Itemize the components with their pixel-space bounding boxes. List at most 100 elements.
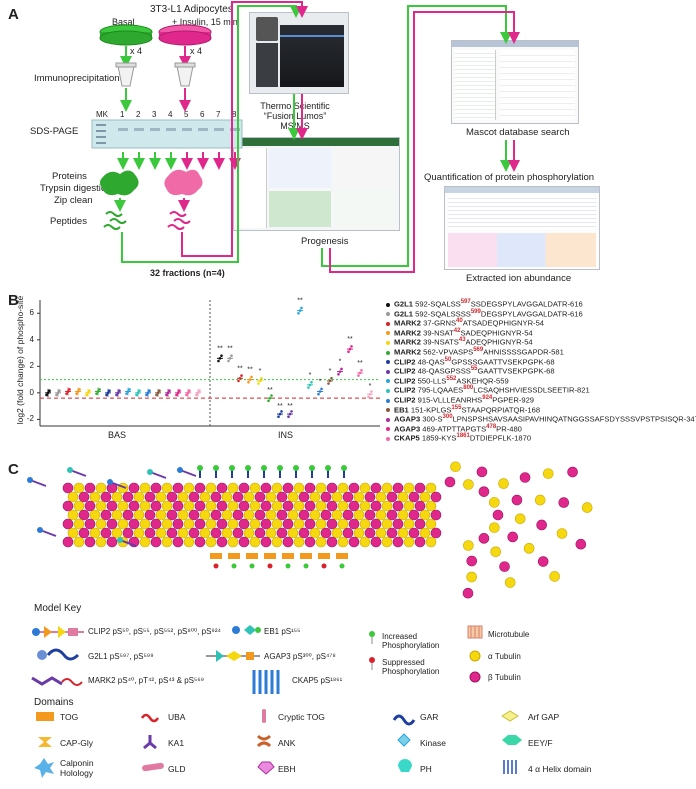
bas-point (198, 389, 201, 393)
ins-point (247, 380, 250, 384)
beta-tubulin (282, 536, 294, 548)
beta-tubulin (166, 509, 178, 521)
free-protein-head (67, 467, 73, 473)
bas-point (188, 389, 191, 393)
significance-label: ** (237, 365, 243, 372)
alpha-tubulin (331, 509, 343, 521)
alpha-tubulin (419, 509, 431, 521)
beta-tubulin (414, 482, 426, 494)
beta-tubulin (276, 491, 288, 503)
legend-entry: MARK2 39-NSATS43ADEQPHIGNYR-54 (386, 336, 533, 347)
alpha-tubulin (337, 482, 349, 494)
ins-point (317, 392, 320, 396)
insulin-protein-blob (164, 169, 203, 196)
lane-label: 3 (152, 110, 157, 119)
legend-gene: AGAP3 (394, 424, 423, 434)
domain-gld: GLD (168, 764, 186, 774)
alpha-tubulin (111, 527, 123, 539)
y-tick-label: 4 (29, 334, 34, 344)
legend-gene: MARK2 (394, 347, 424, 357)
ins-point (297, 311, 300, 315)
beta-tubulin (238, 482, 250, 494)
alpha-tubulin (221, 491, 233, 503)
phospho-site (249, 563, 255, 569)
beta-tubulin (348, 500, 360, 512)
legend-seq-post: DEGSPYLAVGGALDATR-616 (480, 309, 583, 319)
domain-arf-gap: Arf GAP (528, 712, 560, 722)
phospho-site (245, 465, 251, 471)
significance-label: * (259, 368, 262, 375)
alpha-tubulin (111, 509, 123, 521)
legend-seq-pre: 915-VLLLEANRHS (417, 395, 483, 405)
beta-tubulin (326, 536, 338, 548)
legend-bullet (386, 302, 390, 307)
legend-entry: CLIP2 550-LLS552ASKEHQR-559 (386, 375, 509, 385)
beta-tubulin (342, 527, 354, 539)
free-protein-head (117, 537, 123, 543)
alpha-tubulin (117, 518, 129, 530)
gel-arrows (117, 152, 241, 170)
alpha-tubulin (466, 571, 477, 583)
beta-tubulin (260, 536, 272, 548)
phospho-site (339, 563, 345, 569)
beta-tubulin (430, 491, 442, 503)
alpha-tubulin (95, 500, 107, 512)
key-ckap5: CKAP5 pS¹⁸⁶¹ (292, 676, 343, 685)
bas-point (195, 393, 198, 397)
y-tick-label: 2 (29, 361, 34, 371)
bound-protein (318, 553, 330, 559)
legend-entry: MARK2 39-NSAT42SADEQPHIGNYR-54 (386, 327, 533, 337)
legend-seq-post: PR-480 (496, 424, 522, 434)
phospho-site (213, 563, 219, 569)
key-eb1: EB1 pS¹⁵⁵ (264, 627, 301, 636)
alpha-tubulin (359, 518, 371, 530)
progenesis-screenshot (233, 137, 400, 231)
legend-bullet (386, 312, 390, 317)
alpha-tubulin (133, 509, 145, 521)
progenesis-label: Progenesis (301, 236, 349, 247)
alpha-tubulin (249, 482, 261, 494)
gel-bands (96, 124, 240, 144)
beta-tubulin (414, 536, 426, 548)
domain-gar: GAR (420, 712, 439, 722)
beta-tubulin (172, 518, 184, 530)
bas-point (158, 389, 161, 393)
legend-site: 800 (463, 385, 474, 392)
beta-tubulin (210, 491, 222, 503)
alpha-tubulin (243, 527, 255, 539)
beta-tubulin (386, 509, 398, 521)
alpha-tubulin (315, 536, 327, 548)
ins-point (280, 410, 283, 413)
beta-tubulin (238, 500, 250, 512)
ins-point (287, 415, 290, 419)
legend-seq-pre: 39-NSATS (423, 337, 459, 347)
legend-seq-post: LPNSPSHSAVSAASIPAVHINQATNGGSSAFSDYSSSVPS… (452, 414, 696, 424)
alpha-tubulin (403, 482, 415, 494)
legend-bullet (386, 360, 390, 365)
alpha-tubulin (177, 491, 189, 503)
ins-point (237, 379, 240, 383)
phospho-site (321, 563, 327, 569)
ins-point (217, 359, 220, 363)
legend-seq-post: STAAPQRPIATQR-168 (461, 405, 541, 415)
legend-seq-post: ADEQPHIGNYR-54 (465, 337, 533, 347)
lane-label: 5 (184, 110, 189, 119)
lane-label: MK (96, 110, 108, 119)
alpha-tubulin (155, 491, 167, 503)
alpha-tubulin (73, 536, 85, 548)
legend-bullet (386, 331, 390, 336)
beta-tubulin (62, 536, 74, 548)
beta-tubulin (320, 527, 332, 539)
alpha-tubulin (381, 482, 393, 494)
alpha-tubulin (265, 509, 277, 521)
beta-tubulin (122, 509, 134, 521)
beta-tubulin (144, 509, 156, 521)
legend-bullet (386, 340, 390, 345)
bas-point (148, 389, 151, 393)
bound-protein (264, 553, 276, 559)
beta-tubulin (298, 509, 310, 521)
beta-tubulin (537, 556, 549, 567)
beta-tubulin (386, 527, 398, 539)
alpha-tubulin (249, 518, 261, 530)
marker-band (96, 142, 106, 144)
